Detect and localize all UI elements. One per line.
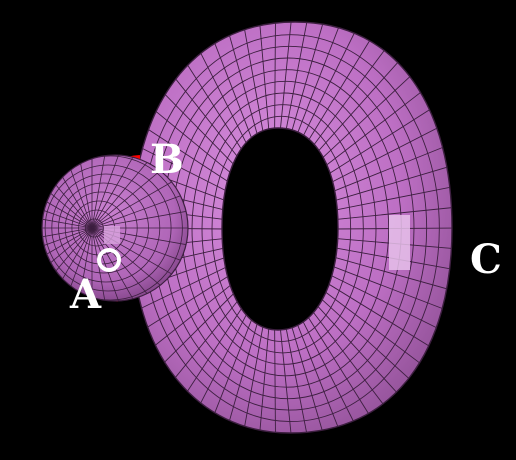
sphere-mesh-meridian xyxy=(91,155,130,229)
torus-mesh-spoke xyxy=(279,324,293,433)
torus-mesh-spoke xyxy=(322,289,423,365)
sphere-mesh-meridian xyxy=(42,227,93,301)
sphere-mesh-meridian xyxy=(91,155,112,229)
torus-mesh-spoke xyxy=(152,281,235,348)
torus-mesh-spoke xyxy=(185,302,246,395)
sphere-mesh-meridian xyxy=(91,227,148,301)
torus-mesh-spoke xyxy=(314,61,399,156)
sphere-highlight-patch xyxy=(104,226,120,244)
torus-mesh-spoke xyxy=(322,91,423,169)
torus-mesh-spoke xyxy=(325,108,432,177)
torus-mesh-spoke xyxy=(318,296,412,381)
torus-mesh-spoke xyxy=(258,323,270,433)
torus-mesh-spoke xyxy=(305,313,372,419)
torus-mesh-spoke xyxy=(284,22,309,134)
torus-mesh-spoke xyxy=(161,91,238,169)
torus-mesh-spoke xyxy=(305,37,372,145)
torus-mesh-spoke xyxy=(332,256,452,291)
torus-mesh-spoke xyxy=(334,206,452,221)
sphere-mesh-meridian xyxy=(91,190,188,229)
torus-mesh-spoke xyxy=(279,22,293,134)
sphere-mesh-meridian xyxy=(91,208,188,229)
torus-mesh-spoke xyxy=(161,289,238,365)
label-b: B xyxy=(150,136,184,183)
torus-mesh-spoke xyxy=(328,273,441,330)
torus-mesh-spoke xyxy=(136,265,230,311)
sphere-mesh-meridian xyxy=(54,155,93,229)
torus-mesh-spoke xyxy=(330,265,448,311)
sphere-mesh-meridian xyxy=(72,227,93,301)
torus-mesh-spoke xyxy=(143,126,232,185)
sphere-mesh-meridian xyxy=(42,155,93,229)
torus-mesh-spoke xyxy=(227,29,260,141)
torus-mesh-spoke xyxy=(172,296,242,381)
torus-mesh-spoke xyxy=(332,165,452,202)
torus-mesh-spoke xyxy=(333,185,452,211)
point-a-marker xyxy=(97,248,121,272)
torus-mesh-spoke xyxy=(198,48,250,150)
torus-mesh-spoke xyxy=(212,38,255,145)
torus-mesh-spoke xyxy=(295,22,342,138)
sphere-mesh-meridian xyxy=(91,155,148,229)
torus-mesh-spoke xyxy=(310,308,386,408)
torus-mesh-spoke xyxy=(143,273,232,330)
torus-mesh-spoke xyxy=(258,22,270,135)
sphere-mesh-meridian xyxy=(91,227,130,301)
torus-mesh-spoke xyxy=(300,317,357,428)
torus-mesh-spoke xyxy=(318,75,412,162)
torus-mesh-spoke xyxy=(314,302,399,395)
torus-mesh-spoke xyxy=(274,324,276,433)
sphere-mesh-meridian xyxy=(42,227,93,301)
torus-mesh-spoke xyxy=(325,281,432,348)
label-a: A xyxy=(70,271,102,318)
torus-mesh-spoke xyxy=(328,126,441,185)
torus-mesh-spoke xyxy=(295,320,342,433)
torus-highlight-patch xyxy=(389,215,410,270)
sphere-mesh-meridian xyxy=(42,227,93,248)
torus-mesh-spoke xyxy=(284,324,309,433)
torus-mesh-spoke xyxy=(300,28,357,141)
sphere-mesh-meridian xyxy=(42,227,93,266)
torus-mesh-spoke xyxy=(242,320,265,433)
torus-mesh-spoke xyxy=(242,22,265,138)
torus-mesh-spoke xyxy=(227,317,260,427)
sphere-mesh-meridian xyxy=(42,155,93,229)
torus-mesh-spoke xyxy=(172,75,242,162)
sphere-mesh-meridian xyxy=(54,227,93,301)
torus-mesh-spoke xyxy=(136,145,230,193)
torus-mesh-spoke xyxy=(310,48,386,150)
torus-mesh-spoke xyxy=(198,308,250,408)
sphere-mesh-meridian xyxy=(42,208,93,229)
torus-mesh-spoke xyxy=(290,22,326,136)
torus-mesh-spoke xyxy=(330,145,448,193)
sphere-mesh-meridian xyxy=(72,155,93,229)
sphere-mesh-meridian xyxy=(91,227,112,301)
sphere-outline xyxy=(41,154,189,302)
torus-mesh-spoke xyxy=(152,108,235,177)
torus-mesh-spoke xyxy=(212,313,255,418)
sphere-mesh-meridian xyxy=(42,190,93,229)
sphere xyxy=(41,154,189,302)
torus-outline xyxy=(131,21,453,434)
label-c: C xyxy=(470,236,502,283)
torus-c xyxy=(131,21,453,434)
torus-mesh-spoke xyxy=(185,61,246,156)
torus-mesh-spoke xyxy=(274,22,276,134)
torus-mesh-spoke xyxy=(290,322,326,433)
